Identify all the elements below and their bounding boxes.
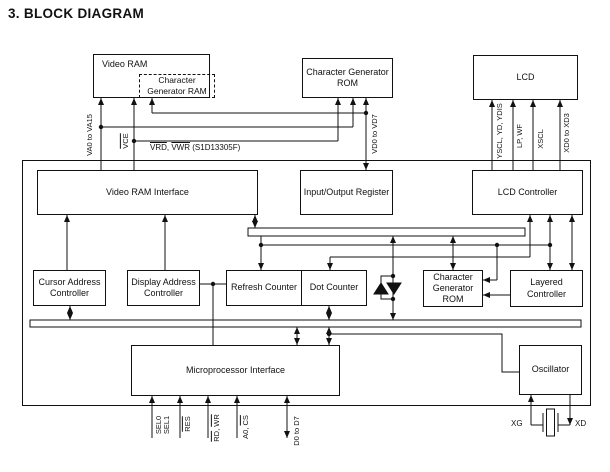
- block-char-gen-rom-mid: Character Generator ROM: [423, 270, 483, 307]
- block-refresh-counter: Refresh Counter: [226, 270, 302, 306]
- signal-sel0-sel1: SEL0 SEL1: [153, 415, 171, 435]
- block-display-address-controller-label: Display Address Controller: [131, 276, 196, 298]
- signal-vd0-vd7: VD0 to VD7: [369, 114, 379, 154]
- block-display-address-controller: Display Address Controller: [127, 270, 200, 306]
- chip-boundary: [22, 160, 591, 406]
- junction-dots: [98, 110, 553, 337]
- block-dot-counter-label: Dot Counter: [309, 282, 359, 293]
- signal-va0-va15: VA0 to VA15: [84, 114, 94, 156]
- signal-xd0-xd3: XD0 to XD3: [561, 113, 571, 153]
- signal-d0-d7: D0 to D7: [291, 416, 301, 446]
- block-refresh-counter-label: Refresh Counter: [230, 282, 298, 293]
- block-char-gen-ram-label: Character Generator RAM: [147, 75, 207, 96]
- signal-xscl: XSCL: [535, 129, 545, 149]
- block-layered-controller-label: Layered Controller: [526, 277, 566, 299]
- lower-bus: [29, 319, 582, 328]
- signal-vrd-vwr: VRD, VWR (S1D13305F): [150, 143, 241, 152]
- page-title: 3. BLOCK DIAGRAM: [8, 6, 145, 21]
- block-char-gen-rom-top-label: Character Generator ROM: [306, 66, 389, 88]
- block-lcd-controller: LCD Controller: [472, 170, 583, 215]
- block-microprocessor-interface: Microprocessor Interface: [131, 345, 340, 396]
- block-microprocessor-interface-label: Microprocessor Interface: [185, 364, 286, 375]
- signal-rd-wr: RD, WR: [211, 414, 221, 442]
- block-video-ram-interface-label: Video RAM Interface: [106, 186, 189, 197]
- block-char-gen-rom-mid-label: Character Generator ROM: [432, 271, 474, 305]
- block-oscillator: Oscillator: [519, 345, 582, 395]
- signal-yscl-yd-ydis: YSCL, YD, YDIS: [494, 103, 504, 159]
- block-cursor-address-controller: Cursor Address Controller: [33, 270, 106, 306]
- block-lcd-label: LCD: [516, 71, 535, 82]
- block-layered-controller: Layered Controller: [510, 270, 583, 307]
- signal-xg: XG: [511, 419, 523, 428]
- bus-buffer-icon: [373, 275, 402, 300]
- block-io-register-label: Input/Output Register: [303, 186, 390, 197]
- block-char-gen-rom-top: Character Generator ROM: [302, 58, 393, 98]
- block-lcd-controller-label: LCD Controller: [497, 186, 558, 197]
- signal-vce: VCE: [120, 133, 130, 149]
- signal-res: RES: [182, 416, 192, 432]
- crystal-icon: [542, 408, 559, 437]
- block-dot-counter: Dot Counter: [301, 270, 367, 306]
- signal-a0-cs: A0, CS: [240, 415, 250, 439]
- block-video-ram-interface: Video RAM Interface: [37, 170, 258, 215]
- block-cursor-address-controller-label: Cursor Address Controller: [38, 276, 101, 298]
- block-char-gen-ram: Character Generator RAM: [139, 74, 215, 98]
- block-video-ram-label: Video RAM: [102, 59, 148, 69]
- upper-bus: [247, 227, 526, 237]
- block-io-register: Input/Output Register: [300, 170, 393, 215]
- block-lcd: LCD: [473, 55, 578, 100]
- signal-lp-wf: LP, WF: [514, 123, 524, 149]
- signal-xd: XD: [575, 419, 587, 428]
- block-video-ram: Video RAM: [93, 54, 210, 98]
- block-oscillator-label: Oscillator: [531, 364, 570, 375]
